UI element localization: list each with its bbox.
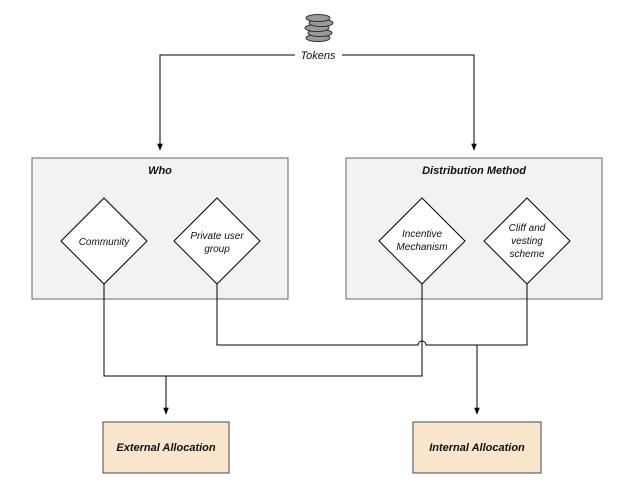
decision-incentive-mechanism-line-1: Incentive [402,229,442,240]
decision-community-label: Community [79,237,131,248]
decision-private-user-group-line-1: Private user [190,231,244,242]
edge-tokens-to-distribution [342,54,477,151]
decision-cliff-vesting-line-1: Cliff and [509,223,546,234]
outcome-internal-label: Internal Allocation [429,442,525,454]
source-label: Tokens [300,50,336,62]
decision-private-user-group-line-2: group [204,244,230,255]
outcome-external-label: External Allocation [116,442,216,454]
edge-community-incentive [103,284,423,377]
group-distribution-title: Distribution Method [422,165,526,177]
outcome-external: External Allocation [102,421,230,474]
group-who-title: Who [148,165,172,177]
edge-private-cliff [216,284,528,346]
group-who [31,157,289,300]
decision-incentive-mechanism-line-2: Mechanism [396,242,447,253]
decision-cliff-vesting-line-3: scheme [509,249,544,260]
group-distribution [345,157,603,300]
edge-tokens-to-who [157,54,295,151]
decision-cliff-vesting: Cliff and vesting scheme [483,197,571,285]
decision-cliff-vesting-line-2: vesting [511,236,543,247]
decision-private-user-group: Private user group [173,197,261,285]
outcome-internal: Internal Allocation [412,421,542,474]
coin-stack-icon [304,14,334,42]
